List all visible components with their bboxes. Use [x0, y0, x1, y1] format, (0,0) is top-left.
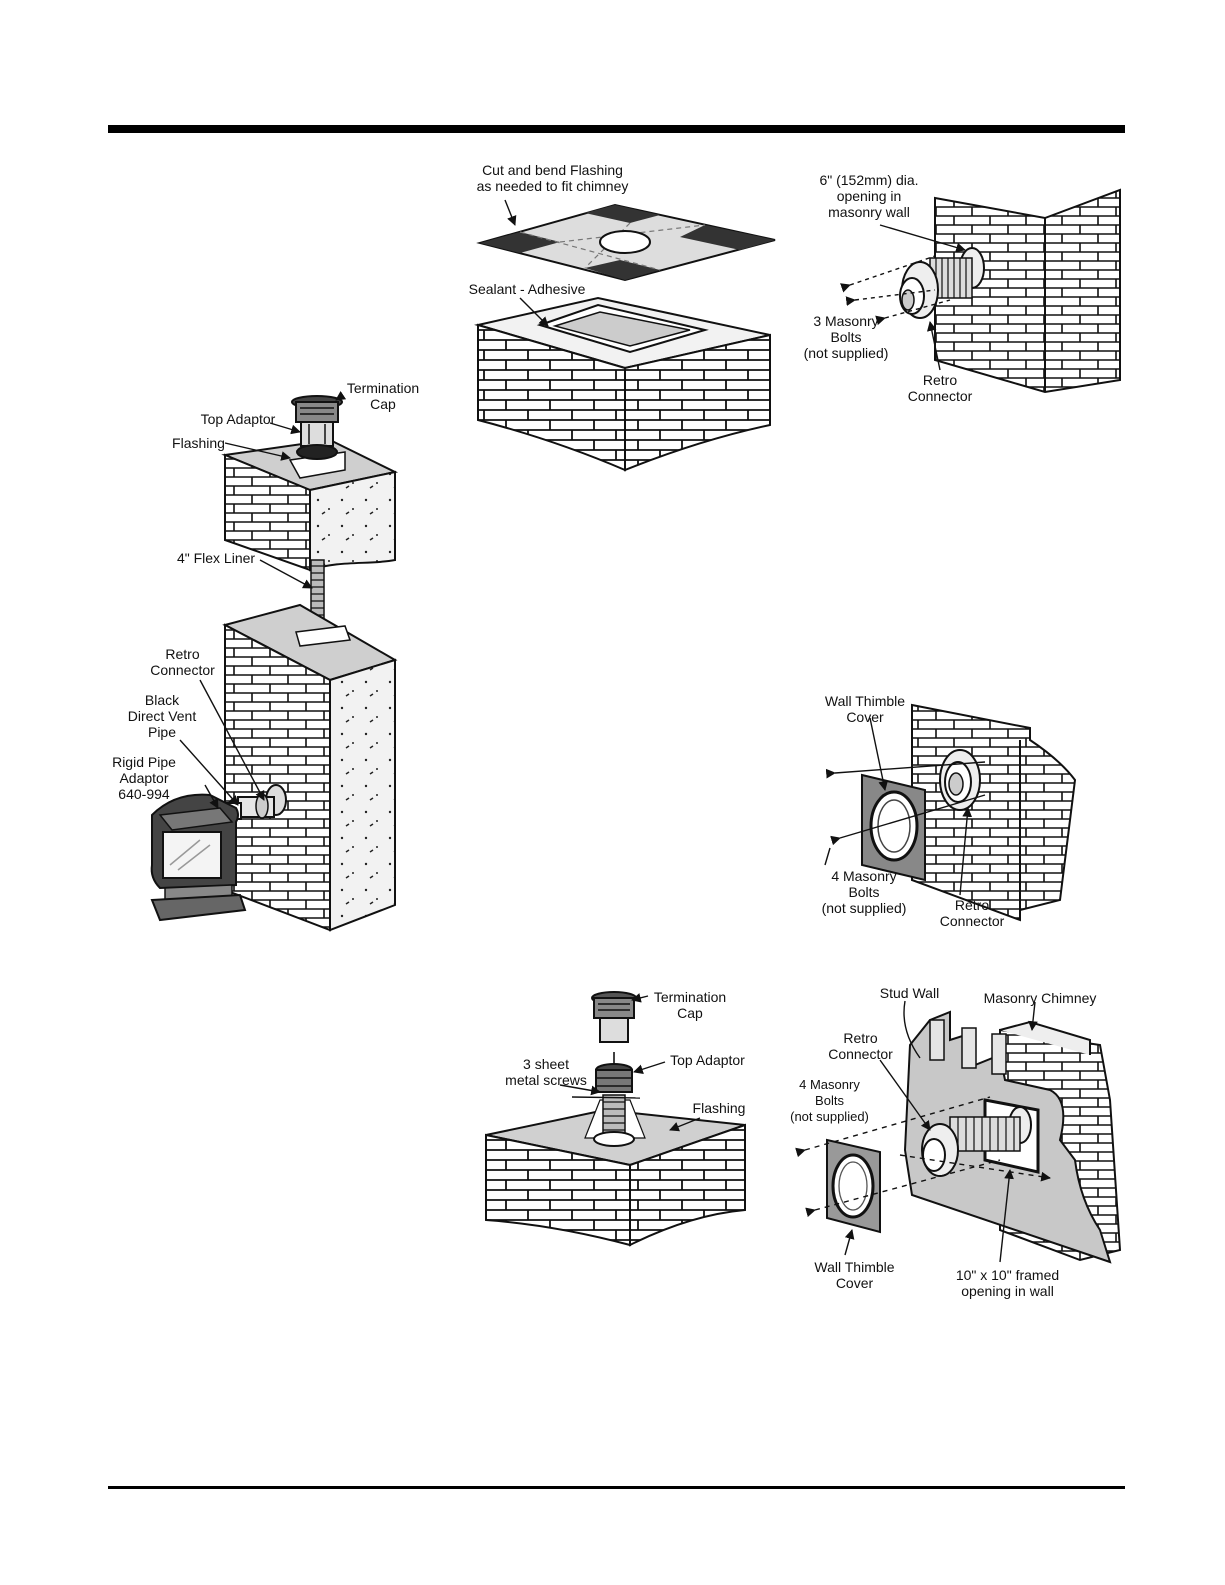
fig6-cover-label: Wall Thimble Cover	[814, 1259, 895, 1291]
termination-cap-icon	[291, 395, 343, 460]
fig3-leaders	[840, 224, 966, 371]
fig4-retro-label: Retro Connector	[939, 897, 1005, 929]
retro-connector-icon	[921, 1106, 1032, 1177]
fig6-retro-label: Retro Connector	[828, 1030, 893, 1062]
wall-opening-diagram	[840, 188, 1121, 394]
fig3-retro-label: Retro Connector	[907, 372, 973, 404]
retro-connector-icon	[939, 749, 981, 811]
wall-thimble-diagram	[824, 703, 1077, 922]
fig1-leaders	[179, 391, 347, 809]
fig3-bolts-label: 3 Masonry Bolts (not supplied)	[803, 313, 889, 361]
fig2-sealant-label: Sealant - Adhesive	[468, 281, 586, 297]
fig4-bolts-label: 4 Masonry Bolts (not supplied)	[821, 868, 907, 916]
upper-chimney	[221, 438, 399, 572]
retro-connector-icon	[899, 247, 985, 319]
fig1-retro-connector-label: Retro Connector	[150, 646, 215, 678]
masonry-wall	[934, 188, 1121, 394]
fig1-flex-liner-label: 4" Flex Liner	[176, 550, 256, 566]
header-rule	[108, 125, 1125, 133]
cap-adaptor-diagram	[485, 991, 746, 1247]
flashing-diagram	[474, 199, 776, 472]
stud-wall-diagram	[795, 1000, 1122, 1264]
fig5-screws-label: 3 sheet metal screws	[505, 1056, 587, 1088]
fig3-opening-label: 6" (152mm) dia. opening in masonry wall	[819, 172, 919, 220]
fig2-cut-bend-label: Cut and bend Flashing as needed to fit c…	[476, 162, 629, 194]
masonry-wall	[911, 703, 1077, 922]
fig6-stud-wall-label: Stud Wall	[879, 985, 940, 1001]
chimney-installation-diagram	[150, 391, 399, 932]
brick-chimney-top	[474, 296, 771, 472]
fig1-top-adaptor-label: Top Adaptor	[200, 411, 276, 427]
fig5-top-adaptor-label: Top Adaptor	[670, 1052, 745, 1068]
fig1-termination-cap-label: Termination Cap	[346, 380, 420, 412]
fig2-leaders	[504, 199, 549, 327]
fig1-flashing-label: Flashing	[172, 435, 225, 451]
fig5-termination-cap-label: Termination Cap	[653, 989, 727, 1021]
lower-chimney	[222, 603, 398, 932]
fig6-leaders	[795, 1000, 1051, 1263]
stove-icon	[150, 793, 247, 922]
fig5-leaders	[559, 993, 701, 1132]
fig4-cover-label: Wall Thimble Cover	[824, 693, 906, 725]
fig6-bolts-label: 4 Masonry Bolts (not supplied)	[790, 1077, 869, 1124]
thimble-cover-icon	[826, 1138, 881, 1234]
fig6-masonry-chimney-label: Masonry Chimney	[983, 990, 1097, 1006]
fig1-rigid-adaptor-label: Rigid Pipe Adaptor 640-994	[112, 754, 176, 802]
top-adaptor-icon	[595, 1063, 633, 1093]
fig1-black-pipe-label: Black Direct Vent Pipe	[127, 692, 197, 740]
fig4-leaders	[824, 717, 986, 896]
termination-cap-icon	[591, 991, 637, 1082]
thimble-cover-icon	[861, 773, 926, 882]
brick-chimney-top	[485, 1094, 746, 1247]
flashing-sheet	[476, 203, 776, 282]
fig5-flashing-label: Flashing	[692, 1100, 746, 1116]
footer-rule	[108, 1486, 1125, 1489]
fig6-framed-label: 10" x 10" framed opening in wall	[955, 1267, 1060, 1299]
